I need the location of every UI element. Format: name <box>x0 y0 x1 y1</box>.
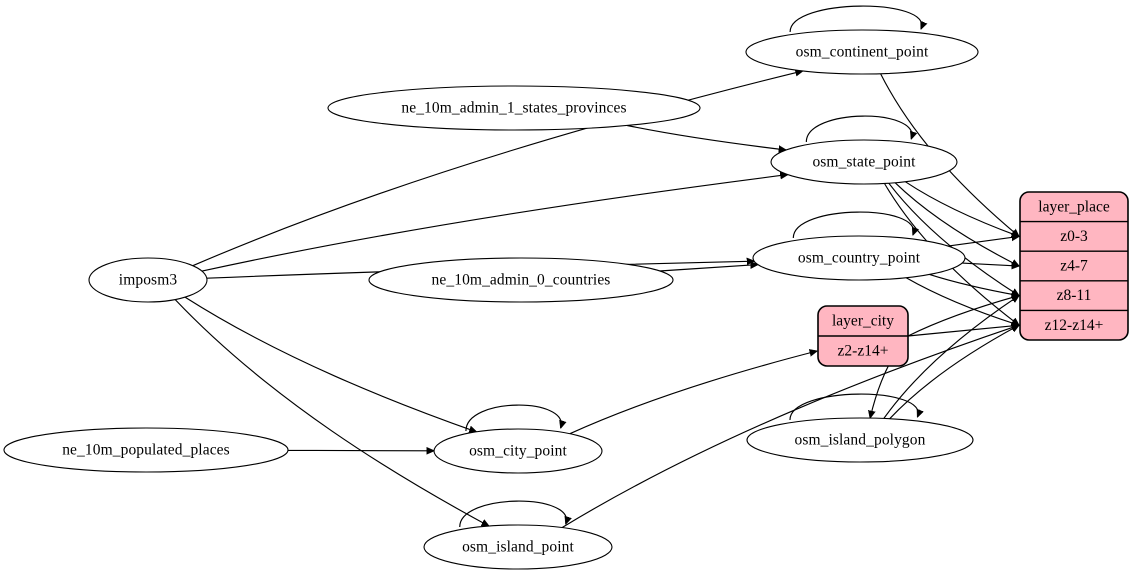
node-osm_state_point[interactable]: osm_state_point <box>770 139 958 185</box>
edge <box>929 273 1019 295</box>
record-row[interactable]: z0-3 <box>1020 220 1128 245</box>
record-node-layer_place[interactable]: layer_place z0-3 z4-7 z8-11 z12-z14+ <box>1019 191 1129 341</box>
node-shape <box>752 235 966 281</box>
node-ne_10m_populated_places[interactable]: ne_10m_populated_places <box>3 427 289 473</box>
node-label: ne_10m_admin_1_states_provinces <box>401 100 626 117</box>
node-label: osm_city_point <box>469 443 567 460</box>
node-ne_10m_admin_1_states_provinces[interactable]: ne_10m_admin_1_states_provinces <box>327 85 701 131</box>
node-label: ne_10m_admin_0_countries <box>432 272 611 289</box>
node-label: osm_island_point <box>462 539 574 556</box>
edge <box>962 263 1019 266</box>
record-node-layer_city[interactable]: layer_city z2-z14+ <box>817 305 909 367</box>
node-label: imposm3 <box>119 272 178 289</box>
record-row[interactable]: z4-7 <box>1020 250 1128 275</box>
edge <box>627 124 786 151</box>
edge <box>789 5 922 33</box>
node-label: osm_island_polygon <box>795 432 926 449</box>
edge <box>561 325 1019 529</box>
record-header-label: layer_place <box>1038 198 1110 215</box>
edge <box>905 277 1019 326</box>
record-row-label: z12-z14+ <box>1045 317 1104 334</box>
node-label: osm_country_point <box>798 250 921 267</box>
node-osm_city_point[interactable]: osm_city_point <box>433 428 603 474</box>
node-shape <box>368 257 674 303</box>
edge <box>883 296 1019 419</box>
node-shape <box>88 257 208 303</box>
edge <box>569 351 817 435</box>
node-osm_island_polygon[interactable]: osm_island_polygon <box>746 417 974 463</box>
node-osm_island_point[interactable]: osm_island_point <box>423 524 613 570</box>
record-row-label: z0-3 <box>1060 228 1088 245</box>
record-header-label: layer_city <box>832 313 894 330</box>
record-row[interactable]: z2-z14+ <box>818 335 908 360</box>
record-row-label: z4-7 <box>1060 258 1088 275</box>
edge <box>904 181 1019 237</box>
node-imposm3[interactable]: imposm3 <box>88 257 208 303</box>
edge <box>192 71 803 267</box>
record-row-label: z8-11 <box>1057 287 1092 304</box>
node-shape <box>746 417 974 463</box>
record-background <box>1020 192 1128 340</box>
edge <box>174 299 489 527</box>
record-border <box>817 305 909 367</box>
record-row[interactable]: layer_place <box>1038 198 1110 215</box>
node-shape <box>423 524 613 570</box>
node-shape <box>433 428 603 474</box>
node-layer: imposm3 ne_10m_admin_1_states_provincesne… <box>3 29 979 570</box>
node-osm_country_point[interactable]: osm_country_point <box>752 235 966 281</box>
node-ne_10m_admin_0_countries[interactable]: ne_10m_admin_0_countries <box>368 257 674 303</box>
record-row[interactable]: layer_city <box>832 313 894 330</box>
node-shape <box>3 427 289 473</box>
node-label: osm_continent_point <box>796 44 929 61</box>
edge <box>889 325 1019 420</box>
node-osm_continent_point[interactable]: osm_continent_point <box>745 29 979 75</box>
node-label: osm_state_point <box>812 154 916 171</box>
record-border <box>1019 191 1129 341</box>
edge <box>459 500 567 528</box>
record-row-label: z2-z14+ <box>838 343 889 360</box>
edge <box>184 296 477 432</box>
edge <box>907 296 1019 337</box>
edge <box>792 211 913 239</box>
edge <box>659 265 758 272</box>
edge <box>907 325 1019 337</box>
record-layer: layer_place z0-3 z4-7 z8-11 z12-z14+ layer_ci… <box>817 191 1129 367</box>
edge <box>894 182 1019 266</box>
edge <box>201 175 788 272</box>
edge <box>805 115 912 143</box>
node-shape <box>745 29 979 75</box>
node-shape <box>327 85 701 131</box>
node-label: ne_10m_populated_places <box>62 442 230 459</box>
edge <box>465 404 561 432</box>
record-row[interactable]: z8-11 <box>1020 280 1128 304</box>
record-row[interactable]: z12-z14+ <box>1020 309 1128 334</box>
node-shape <box>770 139 958 185</box>
edge <box>947 236 1019 247</box>
